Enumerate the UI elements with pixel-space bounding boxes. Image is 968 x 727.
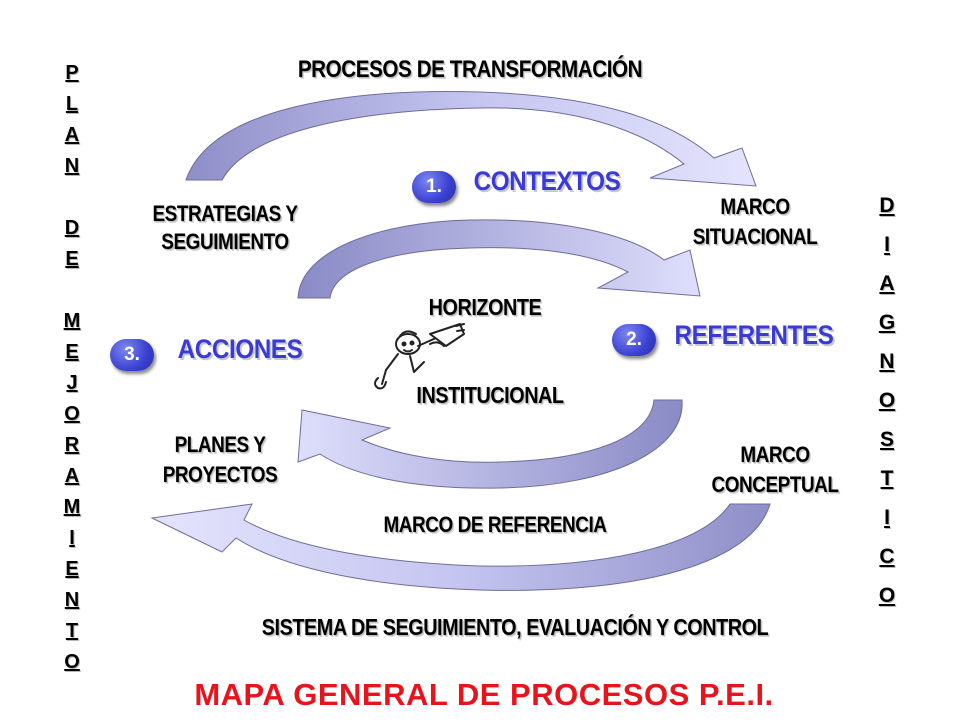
step-2-label: REFERENTES — [674, 320, 834, 350]
rightVert-letter: G — [878, 311, 896, 334]
rightVert-letter: O — [878, 389, 896, 412]
top-outer-arrow — [185, 91, 757, 187]
step-1-badge: 1. — [412, 171, 456, 203]
rightVert-letter: T — [880, 467, 894, 490]
strategies-line-1: ESTRATEGIAS Y — [152, 201, 298, 226]
leftVert-letter: T — [65, 620, 79, 642]
leftVert-letter — [60, 275, 84, 306]
leftVert-letter: J — [66, 372, 78, 394]
bottom-label: SISTEMA DE SEGUIMIENTO, EVALUACIÓN Y CON… — [261, 614, 769, 640]
leftVert-letter: N — [64, 155, 80, 177]
marco-conceptual-line-2: CONCEPTUAL — [711, 472, 839, 497]
leftVert-letter: A — [64, 124, 80, 146]
leftVert-letter: M — [63, 310, 81, 332]
marco-conceptual-label: MARCO CONCEPTUAL — [702, 440, 848, 500]
leftVert-letter: N — [64, 589, 80, 611]
marco-situacional-line-2: SITUACIONAL — [692, 224, 818, 249]
planes-label: PLANES Y PROYECTOS — [143, 430, 298, 490]
leftVert-letter: P — [65, 62, 79, 84]
rightVert-letter: A — [879, 272, 895, 295]
leftVert-letter: O — [64, 651, 80, 673]
leftVert-letter: M — [63, 496, 81, 518]
bottom-outer-arrow — [150, 503, 771, 591]
leftVert-letter: R — [64, 434, 80, 456]
leftVert-letter: D — [64, 217, 80, 239]
leftVert-letter — [60, 182, 84, 213]
leftVert-letter: A — [64, 465, 80, 487]
step-2-badge: 2. — [612, 324, 656, 356]
rightVert-letter: I — [884, 506, 890, 529]
planes-line-1: PLANES Y — [174, 432, 266, 457]
leftVert-letter: E — [65, 341, 79, 363]
leftVert-letter: L — [65, 93, 79, 115]
rightVert-letter: O — [878, 584, 896, 607]
step-1-label: CONTEXTOS — [473, 166, 621, 196]
step-3-badge: 3. — [110, 339, 154, 371]
horizonte-label: HORIZONTE — [428, 294, 542, 320]
inner-lower-arrow — [297, 399, 683, 489]
rightVert-letter: S — [879, 428, 894, 451]
page-title: MAPA GENERAL DE PROCESOS P.E.I. — [194, 677, 774, 712]
strategies-label: ESTRATEGIAS Y SEGUIMIENTO — [135, 200, 316, 256]
planes-line-2: PROYECTOS — [162, 462, 278, 487]
institucional-label: INSTITUCIONAL — [416, 382, 564, 408]
rightVert-letter: I — [884, 233, 890, 256]
step-3-label: ACCIONES — [177, 334, 303, 364]
rightVert-letter: C — [879, 545, 895, 568]
inner-upper-arrow — [297, 219, 701, 299]
marco-referencia-label: MARCO DE REFERENCIA — [383, 512, 607, 537]
rightVert-letter: D — [879, 194, 895, 217]
rightVert-letter: N — [879, 350, 895, 373]
marco-conceptual-line-1: MARCO — [740, 442, 810, 467]
leftVert-letter: O — [64, 403, 80, 425]
top-label: PROCESOS DE TRANSFORMACIÓN — [297, 56, 643, 83]
leftVert-letter: E — [65, 558, 79, 580]
strategies-line-2: SEGUIMIENTO — [161, 229, 289, 254]
pointing-person-icon — [374, 323, 465, 390]
leftVert-letter: I — [69, 527, 75, 549]
marco-situacional-line-1: MARCO — [720, 194, 790, 219]
leftVert-letter: E — [65, 248, 79, 270]
marco-situacional-label: MARCO SITUACIONAL — [682, 192, 828, 252]
